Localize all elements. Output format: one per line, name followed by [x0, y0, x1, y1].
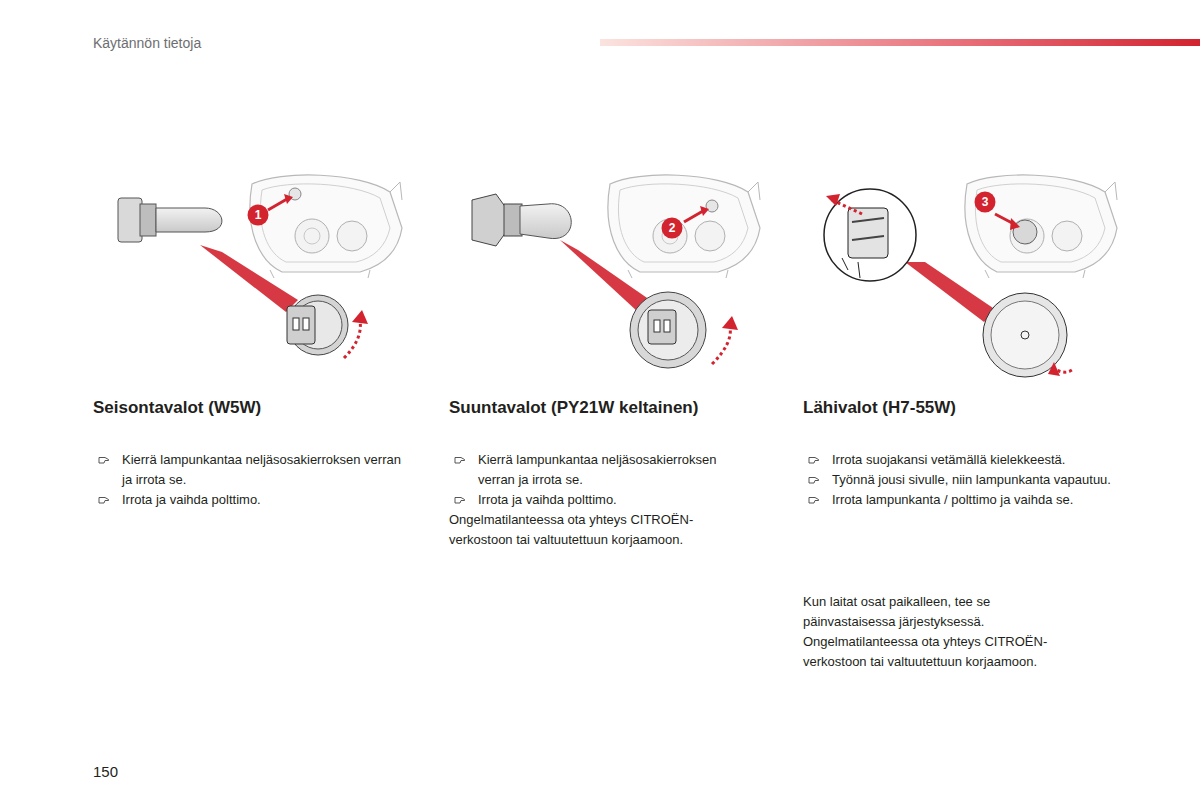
callout-text: 1 [247, 204, 269, 226]
bullet-item: Irrota lampunkanta / polttimo ja vaihda … [803, 490, 1128, 510]
heading: Lähivalot (H7-55W) [803, 398, 1128, 418]
bullet-item: Irrota ja vaihda polttimo. [93, 490, 413, 510]
callout-text: 2 [661, 217, 683, 239]
text-column: 150 [93, 762, 153, 782]
text-column: Kun laitat osat paikalleen, tee se päinv… [803, 592, 1065, 672]
text-column: Lähivalot (H7-55W) Irrota suojakansi vetä… [803, 398, 1128, 510]
bullet-item: Irrota suojakansi vetämällä kielekkeestä… [803, 450, 1128, 470]
note: Kun laitat osat paikalleen, tee se päinv… [803, 592, 1065, 632]
bullet-item: Kierrä lampunkantaa neljäsosakierroksen … [93, 450, 413, 490]
callout-number: 2 [661, 217, 683, 239]
bullet-item: Kierrä lampunkantaa neljäsosakierroksen … [449, 450, 749, 490]
callout-text: 3 [974, 191, 996, 213]
page-number: 150 [93, 762, 153, 782]
callout-number: 1 [247, 204, 269, 226]
header-bar [600, 39, 1200, 46]
bullet-item: Työnnä jousi sivulle, niin lampunkanta v… [803, 470, 1128, 490]
bullet-item: Irrota ja vaihda polttimo. [449, 490, 749, 510]
section-header: Käytännön tietoja [93, 35, 201, 51]
callout-number: 3 [974, 191, 996, 213]
note: Ongelmatilanteessa ota yhteys CITROËN-ve… [803, 632, 1065, 672]
note: Ongelmatilanteessa ota yhteys CITROËN-ve… [449, 510, 749, 550]
heading: Seisontavalot (W5W) [93, 398, 413, 418]
text-column: Suuntavalot (PY21W keltainen) Kierrä lamp… [449, 398, 749, 550]
heading: Suuntavalot (PY21W keltainen) [449, 398, 749, 418]
text-column: Seisontavalot (W5W) Kierrä lampunkantaa n… [93, 398, 413, 510]
